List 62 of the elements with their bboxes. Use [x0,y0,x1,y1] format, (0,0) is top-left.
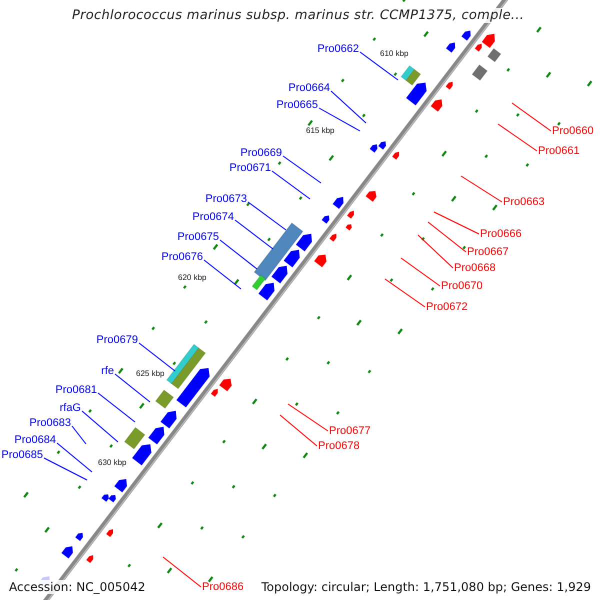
gene-label: Pro0670 [441,280,483,293]
leader-line [280,414,318,446]
gene-label: rfaG [60,402,81,415]
gene-label: Pro0684 [14,434,56,447]
leader-line [234,220,274,250]
gene-label: Pro0668 [454,262,496,275]
gene-label: Pro0681 [55,384,97,397]
gene-label: Pro0662 [317,43,359,56]
gene-label: Pro0679 [96,334,138,347]
leader-line [498,124,538,152]
map-info-text: Accession: NC_005042 [9,580,146,594]
gene-label: Pro0677 [329,425,371,438]
gene-label: Pro0686 [202,581,244,594]
gene-label: Pro0683 [29,417,71,430]
leader-line [434,212,480,234]
map-title: Prochlorococcus marinus subsp. marinus str. CCMP1375, comple... [72,8,524,23]
leader-line [282,156,322,184]
gene-label: Pro0674 [192,211,234,224]
leader-line [418,234,454,268]
scale-label: 625 kbp [136,368,164,379]
gene-label: Pro0661 [538,145,580,158]
gene-label: Pro0671 [229,162,271,175]
gene-label: Pro0673 [205,193,247,206]
leader-line [384,278,426,308]
gene-label: Pro0666 [480,228,522,241]
leader-line [288,404,328,432]
leader-line [114,374,150,402]
leader-line [72,426,86,444]
gene-label: Pro0669 [240,147,282,160]
leader-line [204,260,242,290]
leader-line [360,52,398,80]
leader-line [272,170,310,200]
gene-label: Pro0667 [467,246,509,259]
gene-label: Pro0672 [426,301,468,314]
leader-line [428,222,466,252]
leader-line [220,240,258,270]
leader-line [330,90,366,124]
gene-label: Pro0664 [288,82,330,95]
gene-label: Pro0663 [503,196,545,209]
leader-line [318,108,360,132]
gene-label: Pro0675 [177,231,219,244]
gene-label: rfe [101,365,114,378]
map-info-text: Topology: circular; Length: 1,751,080 bp; Genes: 1,929 [261,580,591,594]
leader-line [400,258,440,286]
leader-line [44,458,88,480]
gene-label: Pro0678 [318,440,360,453]
leader-line [512,102,552,132]
leader-line [98,392,136,422]
leader-line [162,556,202,588]
leader-line [82,410,118,442]
scale-label: 615 kbp [306,125,334,136]
leader-line [138,342,176,372]
leader-line [460,176,502,202]
gene-label: Pro0665 [276,99,318,112]
scale-label: 620 kbp [178,272,206,283]
scale-label: 610 kbp [380,48,408,59]
gene-label: Pro0676 [161,251,203,264]
scale-label: 630 kbp [98,457,126,468]
leader-line [248,202,286,230]
leader-line [56,442,92,472]
gene-label: Pro0660 [552,125,594,138]
gene-label: Pro0685 [1,449,43,462]
